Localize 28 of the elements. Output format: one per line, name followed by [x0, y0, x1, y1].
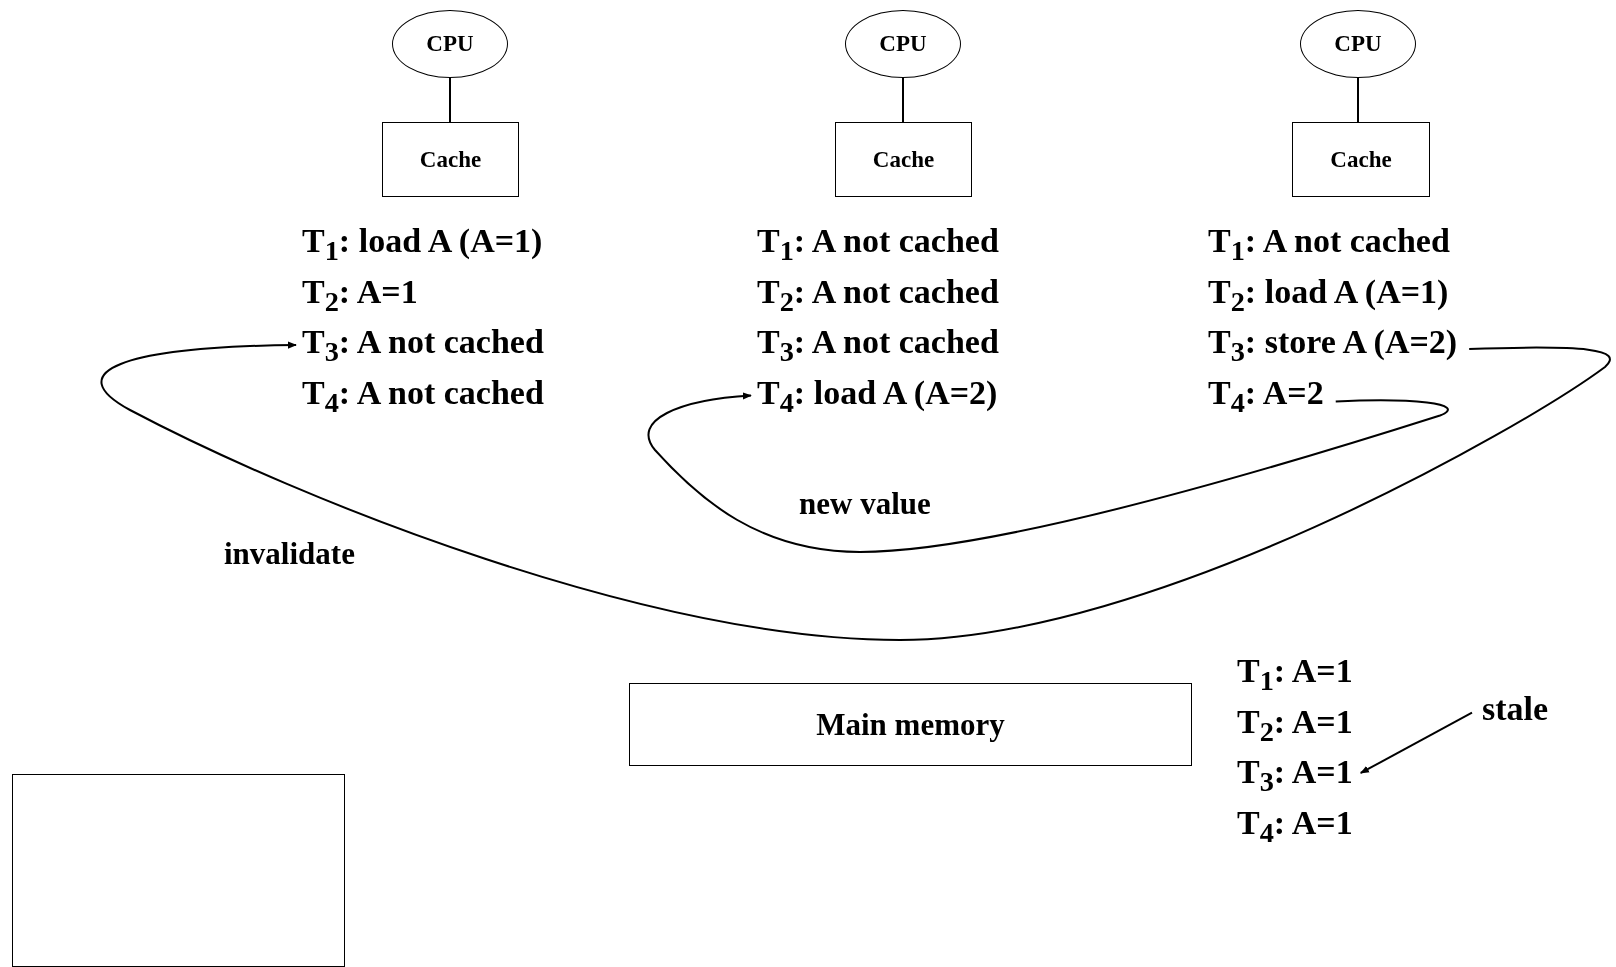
timeline-text: T$_{1}$: A=1: [1237, 652, 1353, 696]
timeline-text: T$_{3}$: store A (A=2): [1208, 323, 1458, 367]
timeline-text: T$_{4}$: A=2: [1208, 373, 1324, 418]
empty-box: [12, 774, 345, 967]
arrow: [100, 341, 1611, 641]
timeline-text: T$_{1}$: A not cached: [1208, 222, 1450, 266]
connector-line: [449, 77, 451, 123]
timeline-text: T$_{4}$: A not cached: [302, 373, 544, 418]
timeline-text: T$_{2}$: A=1: [302, 272, 418, 317]
arrow: [647, 392, 1449, 553]
leader-line: [1359, 711, 1473, 774]
timeline-text: T$_{3}$: A=1: [1237, 753, 1353, 797]
connector-line: [1357, 77, 1359, 123]
timeline-text: T$_{4}$: load A (A=2): [757, 373, 998, 418]
cache-box: Cache: [835, 122, 972, 197]
timeline-text: T$_{2}$: A not cached: [757, 272, 999, 317]
timeline-text: T$_{2}$: A=1: [1237, 702, 1353, 747]
cache-box: Cache: [382, 122, 519, 197]
timeline-text: T$_{3}$: A not cached: [302, 323, 544, 367]
stale-label: stale: [1482, 690, 1549, 728]
main-memory-box: Main memory: [629, 683, 1192, 766]
timeline-text: T$_{3}$: A not cached: [757, 323, 999, 367]
cache-box: Cache: [1292, 122, 1430, 197]
timeline-text: T$_{1}$: load A (A=1): [302, 222, 543, 266]
timeline-text: T$_{2}$: load A (A=1): [1208, 272, 1449, 317]
timeline-text: T$_{4}$: A=1: [1237, 803, 1353, 848]
timeline-text: T$_{1}$: A not cached: [757, 222, 999, 266]
connector-line: [902, 77, 904, 123]
